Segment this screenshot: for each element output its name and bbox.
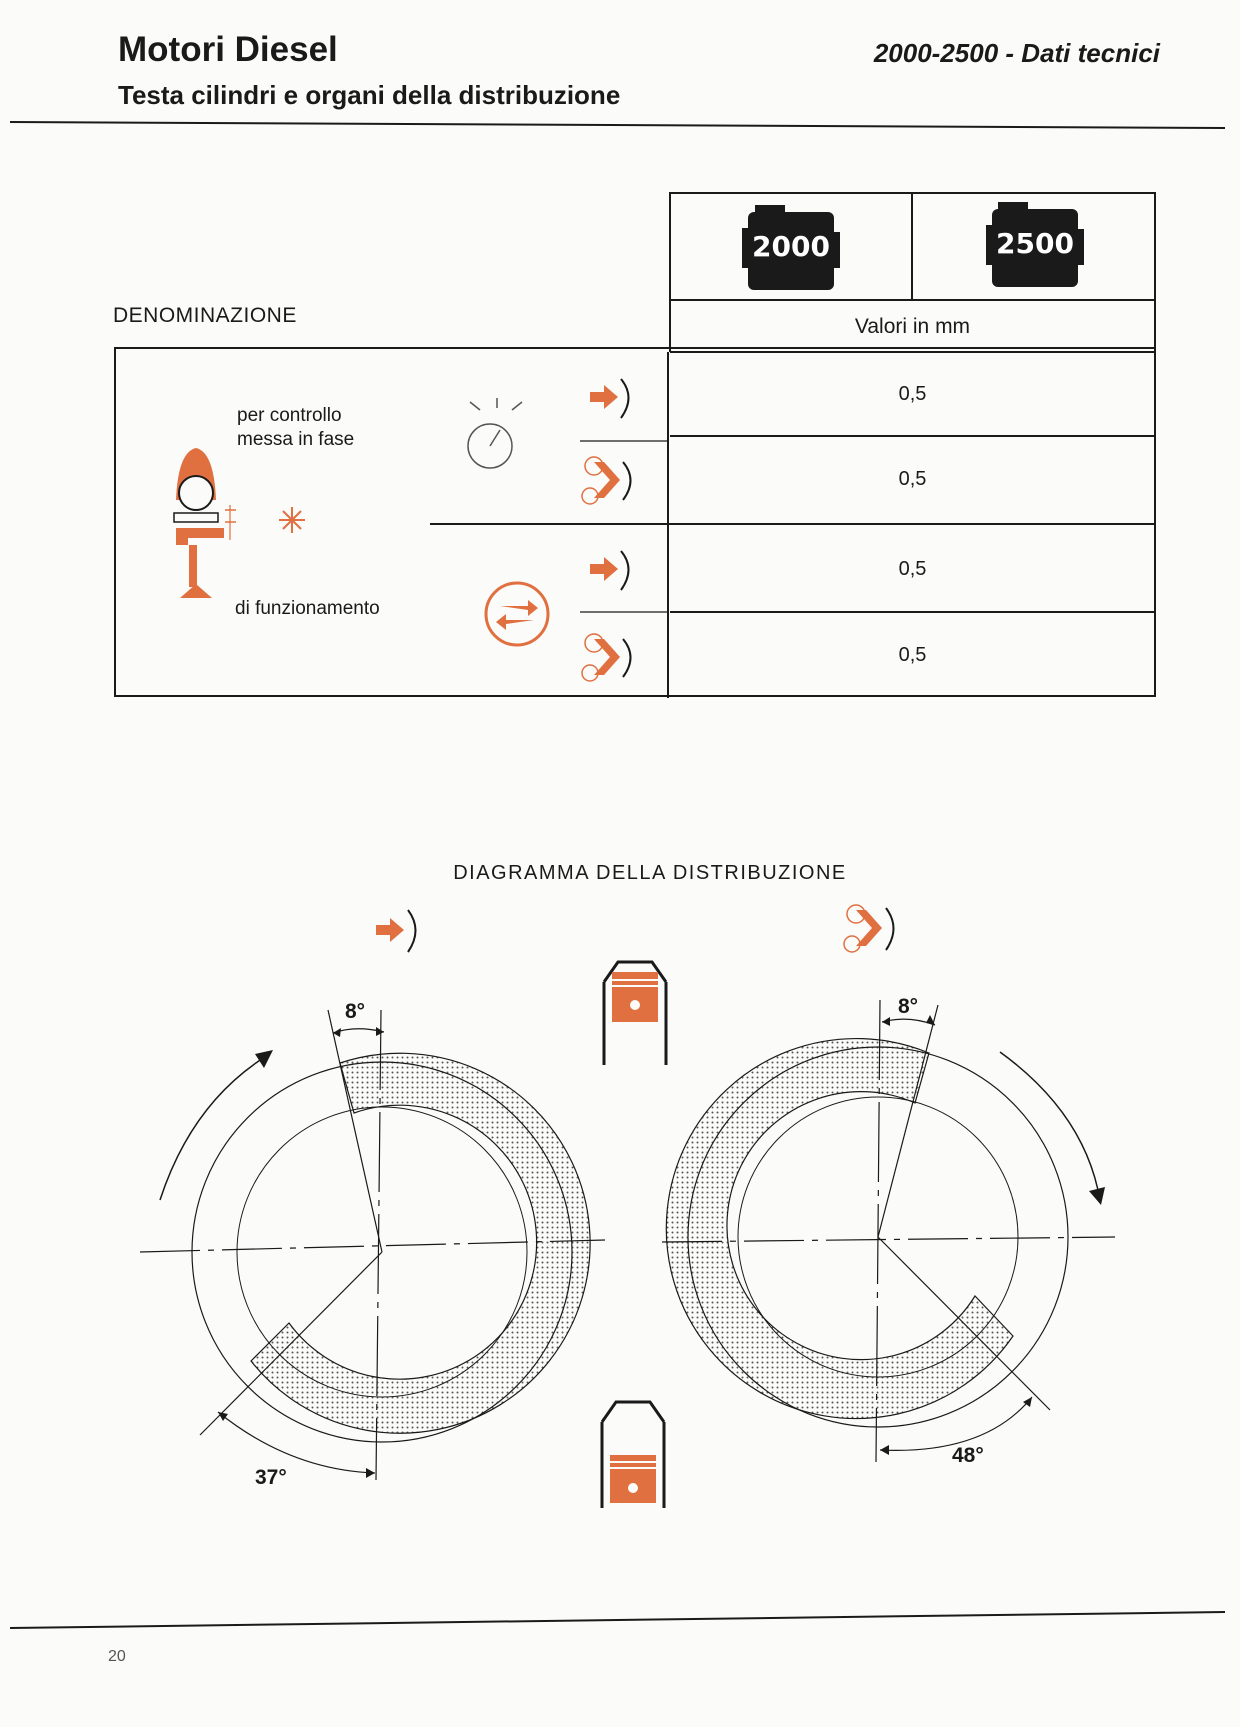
piston-top-icon [602,960,668,1065]
operating-label: di funzionamento [235,598,380,619]
value-operating-intake: 0,5 [898,558,927,580]
dial-gauge-icon [467,398,523,469]
section-title: 2000-2500 - Dati tecnici [873,38,1160,68]
denomination-header: DENOMINAZIONE [113,304,297,327]
rocker-valve-icon [173,448,236,598]
diagram-title: DIAGRAMMA DELLA DISTRIBUZIONE [453,862,847,884]
intake-angle-top: 8° [345,1000,366,1023]
page-subtitle: Testa cilindri e organi della distribuzi… [118,80,621,110]
intake-valve-icon [590,550,630,591]
unit-header: Valori in mm [854,315,971,338]
page-title: Motori Diesel [118,30,338,69]
exhaust-valve-icon [843,904,895,953]
cold-engine-icon [279,507,305,533]
engine-header-box [669,192,1156,353]
exhaust-valve-icon [581,456,632,505]
exhaust-valve-icon [581,633,632,682]
engine-2000-label: 2000 [752,230,830,263]
check-label-line2: messa in fase [237,429,355,450]
exhaust-timing-diagram [661,999,1116,1463]
value-check-exhaust: 0,5 [898,468,927,490]
value-check-intake: 0,5 [898,383,927,405]
footer-rule [9,1611,1226,1629]
check-label-line1: per controllo [237,405,342,426]
check-label: per controllo messa in fase [237,404,354,452]
exhaust-angle-top: 8° [898,995,919,1018]
engine-2000-icon [742,205,840,290]
piston-bottom-icon [600,1400,666,1508]
exhaust-angle-bottom: 48° [952,1444,984,1467]
intake-valve-icon [376,909,417,953]
engine-2500-label: 2500 [996,227,1074,260]
value-operating-exhaust: 0,5 [898,644,927,666]
header-rule [9,121,1226,129]
intake-angle-bottom: 37° [255,1466,287,1489]
operating-arrows-icon [484,581,550,647]
intake-timing-diagram [139,1009,606,1481]
page-number: 20 [108,1648,126,1665]
values-table-grid [114,347,1156,698]
engine-2500-icon [986,202,1084,287]
intake-valve-icon [590,378,630,419]
